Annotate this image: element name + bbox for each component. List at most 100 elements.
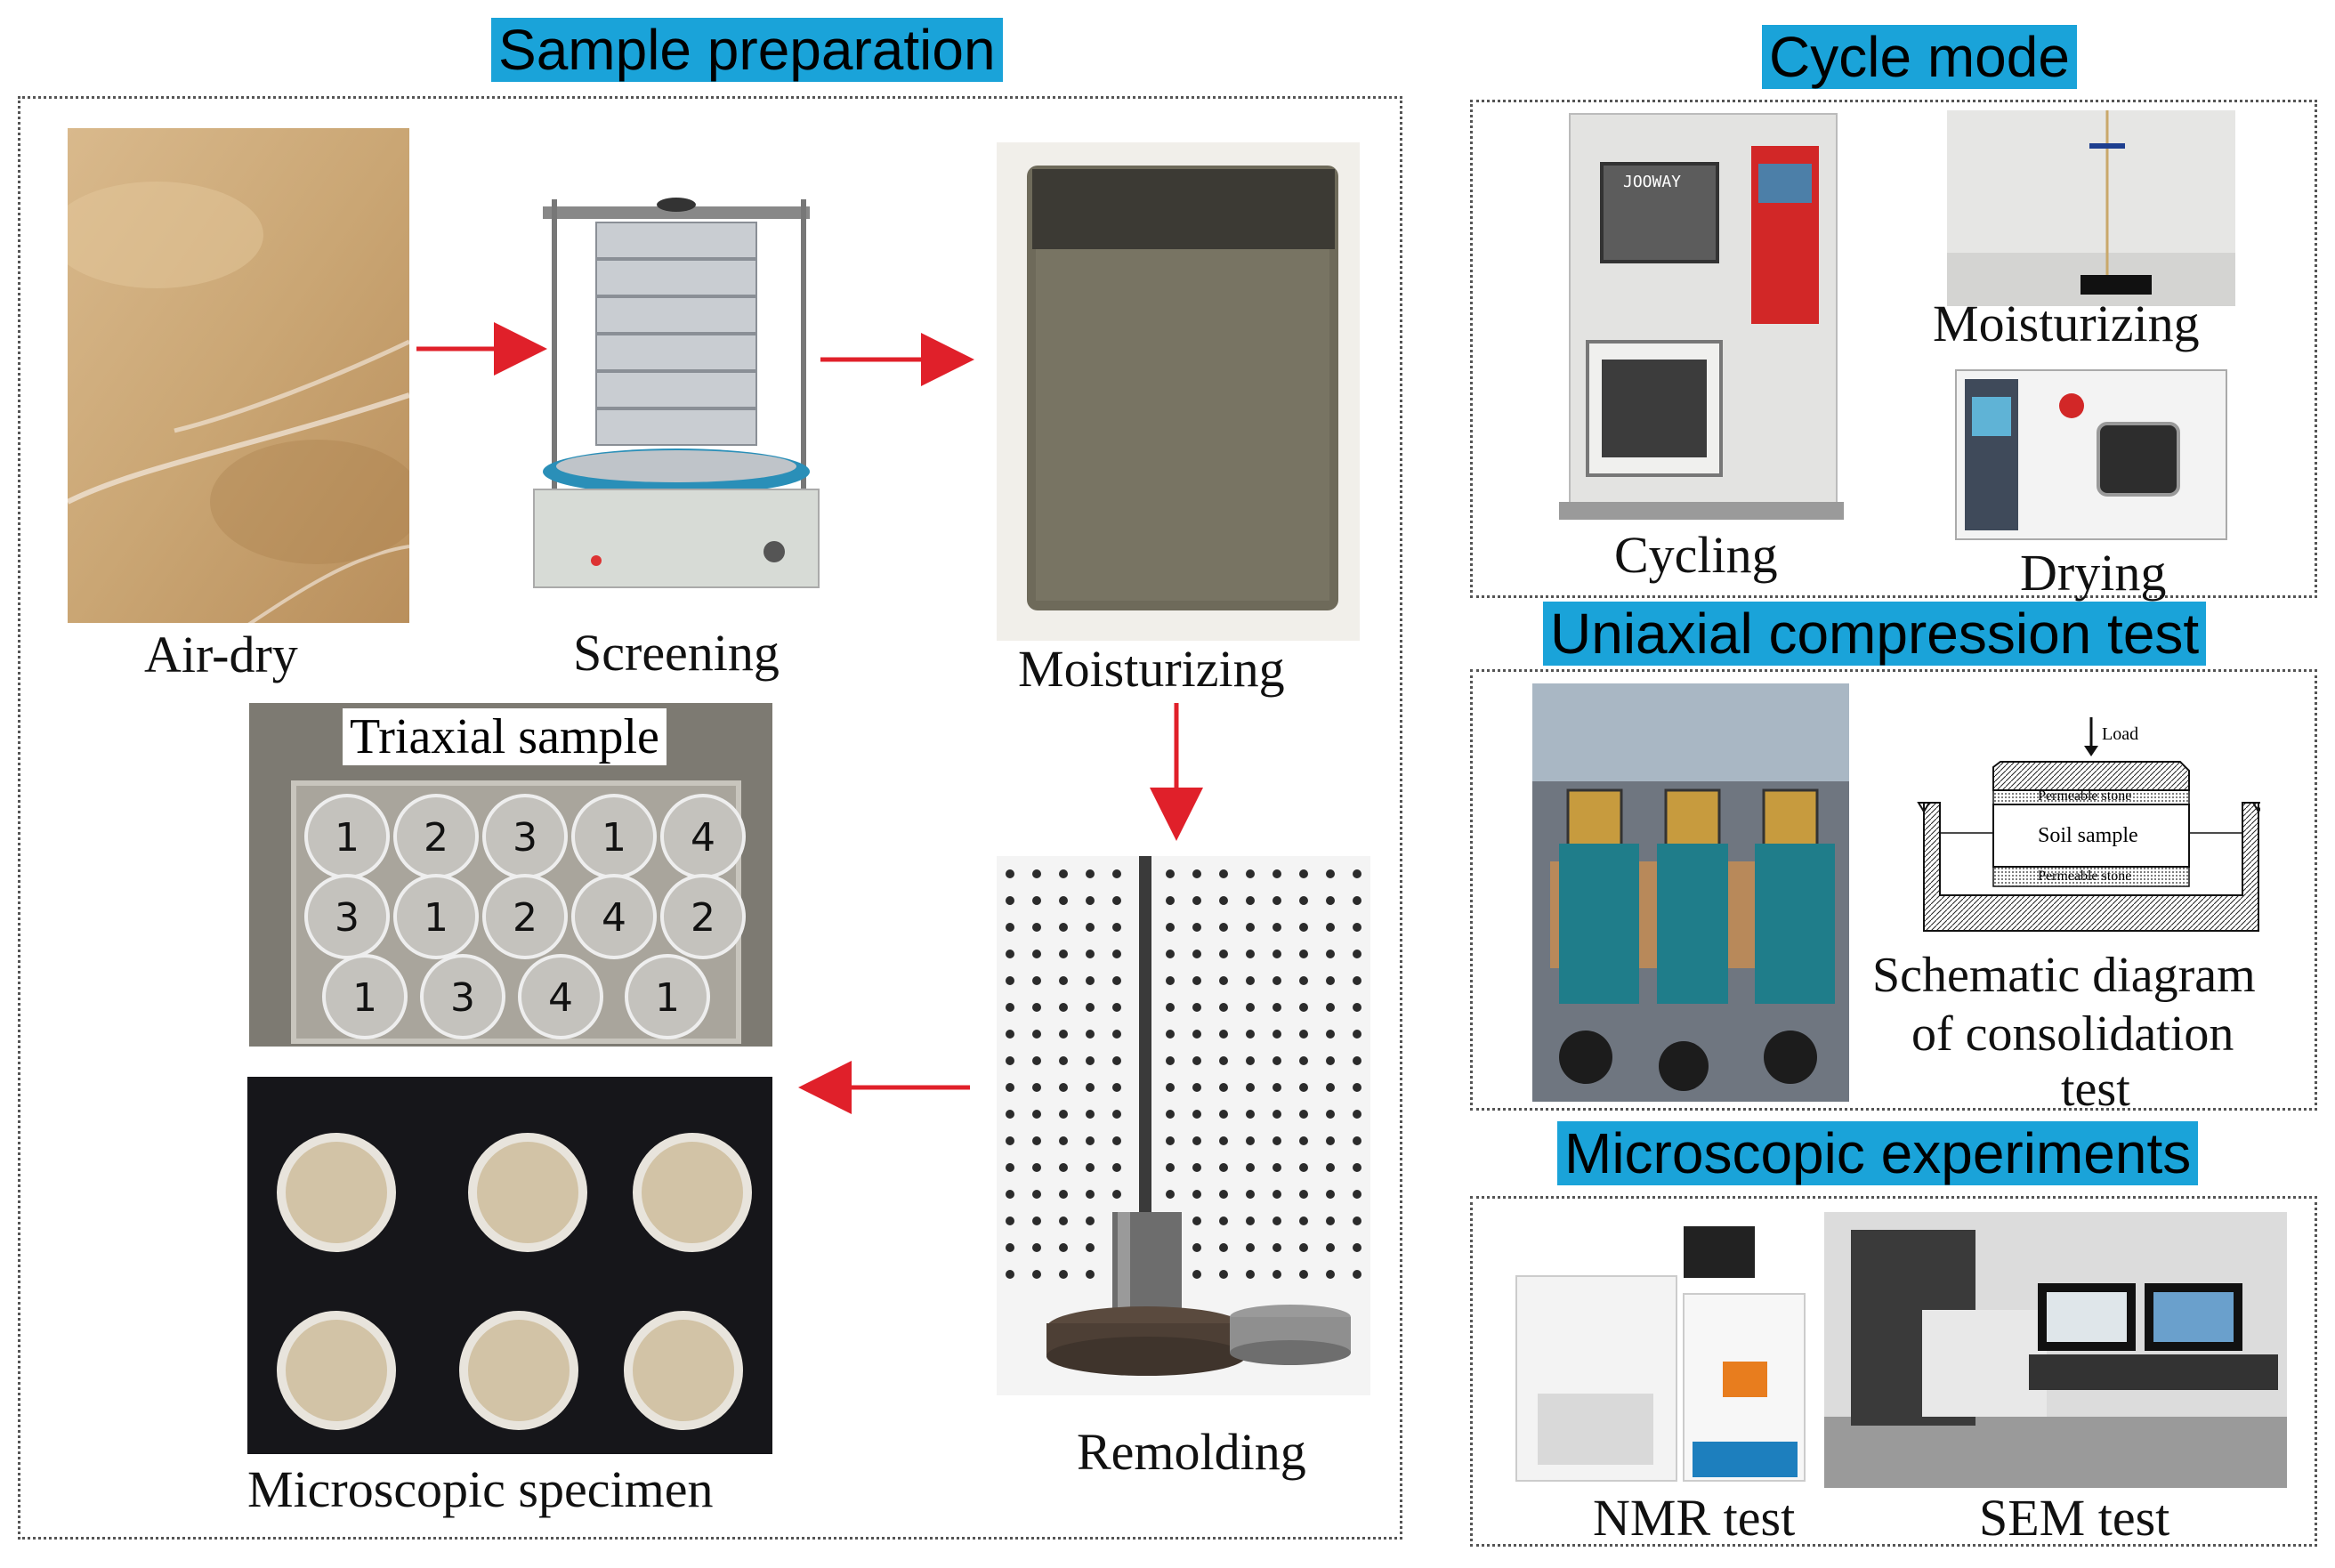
- pegboard-hole: [1353, 976, 1361, 985]
- label-soil-sample: Soil sample: [2038, 824, 2138, 847]
- section-title-microscopic: Microscopic experiments: [1557, 1121, 2199, 1185]
- pegboard-hole: [1006, 1243, 1014, 1252]
- pegboard-hole: [1299, 1243, 1308, 1252]
- pegboard-hole: [1006, 1056, 1014, 1065]
- label-air-dry: Air-dry: [144, 626, 298, 683]
- pegboard-hole: [1353, 1003, 1361, 1012]
- triaxial-disc: [571, 874, 657, 959]
- section-title-uniaxial: Uniaxial compression test: [1543, 602, 2207, 666]
- pegboard-hole: [1219, 1003, 1228, 1012]
- pegboard-hole: [1032, 1110, 1041, 1119]
- triaxial-disc: [420, 954, 505, 1039]
- triaxial-disc: [625, 954, 710, 1039]
- pegboard-hole: [1219, 1056, 1228, 1065]
- pegboard-hole: [1032, 923, 1041, 932]
- pegboard-hole: [1353, 1110, 1361, 1119]
- pegboard-hole: [1112, 869, 1121, 878]
- pegboard-hole: [1192, 1163, 1201, 1172]
- pegboard-hole: [1326, 976, 1335, 985]
- pegboard-hole: [1326, 1136, 1335, 1145]
- pegboard-hole: [1059, 1056, 1068, 1065]
- screening-photo: [516, 187, 836, 605]
- pegboard-hole: [1192, 976, 1201, 985]
- label-drying: Drying: [2020, 544, 2167, 602]
- pegboard-hole: [1006, 1030, 1014, 1039]
- pegboard-hole: [1059, 1110, 1068, 1119]
- pegboard-hole: [1299, 1190, 1308, 1199]
- label-cycle-moisturizing: Moisturizing: [1933, 295, 2200, 352]
- pegboard-hole: [1273, 1003, 1281, 1012]
- pegboard-hole: [1353, 1083, 1361, 1092]
- pegboard-hole: [1112, 1190, 1121, 1199]
- pegboard-hole: [1086, 896, 1095, 905]
- label-screening: Screening: [573, 624, 780, 682]
- pegboard-hole: [1166, 1136, 1175, 1145]
- label-remolding: Remolding: [1077, 1423, 1306, 1481]
- pegboard-hole: [1353, 1216, 1361, 1225]
- pegboard-hole: [1166, 950, 1175, 958]
- pegboard-hole: [1032, 869, 1041, 878]
- pegboard-hole: [1299, 976, 1308, 985]
- triaxial-disc-number: 4: [602, 895, 626, 941]
- pegboard-hole: [1219, 1163, 1228, 1172]
- pegboard-hole: [1246, 1243, 1255, 1252]
- pegboard-hole: [1192, 1270, 1201, 1279]
- pegboard-hole: [1246, 869, 1255, 878]
- pegboard-hole: [1112, 1056, 1121, 1065]
- pegboard-hole: [1299, 1216, 1308, 1225]
- pegboard-hole: [1326, 1216, 1335, 1225]
- pegboard-hole: [1086, 1190, 1095, 1199]
- pegboard-hole: [1246, 1110, 1255, 1119]
- label-permeable-bottom: Permeable stone: [2038, 869, 2132, 884]
- remolding-photo: [997, 856, 1370, 1395]
- triaxial-disc: [393, 874, 479, 959]
- pegboard-hole: [1326, 923, 1335, 932]
- pegboard-hole: [1032, 1003, 1041, 1012]
- pegboard-hole: [1059, 1270, 1068, 1279]
- pegboard-hole: [1192, 1003, 1201, 1012]
- pegboard-hole: [1112, 1136, 1121, 1145]
- triaxial-disc: [518, 954, 603, 1039]
- pegboard-hole: [1273, 1056, 1281, 1065]
- pegboard-hole: [1112, 950, 1121, 958]
- pegboard-hole: [1246, 1056, 1255, 1065]
- pegboard-hole: [1353, 1270, 1361, 1279]
- pegboard-hole: [1299, 923, 1308, 932]
- pegboard-hole: [1299, 896, 1308, 905]
- pegboard-hole: [1353, 869, 1361, 878]
- pegboard-hole: [1192, 1136, 1201, 1145]
- pegboard-hole: [1246, 976, 1255, 985]
- triaxial-disc-number: 2: [513, 895, 537, 941]
- triaxial-disc-number: 1: [335, 815, 360, 861]
- pegboard-hole: [1326, 1030, 1335, 1039]
- nmr-instrument-photo: [1506, 1219, 1812, 1486]
- pegboard-hole: [1326, 1243, 1335, 1252]
- pegboard-hole: [1166, 1110, 1175, 1119]
- pegboard-hole: [1219, 1190, 1228, 1199]
- caption-schematic-line1: Schematic diagram: [1872, 948, 2256, 1003]
- pegboard-hole: [1273, 976, 1281, 985]
- triaxial-disc-number: 1: [424, 895, 448, 941]
- pegboard-hole: [1086, 923, 1095, 932]
- pegboard-hole: [1192, 923, 1201, 932]
- pegboard-hole: [1006, 976, 1014, 985]
- pegboard-hole: [1059, 1030, 1068, 1039]
- pegboard-hole: [1086, 1136, 1095, 1145]
- pegboard-hole: [1006, 1270, 1014, 1279]
- pegboard-hole: [1246, 950, 1255, 958]
- pegboard-hole: [1059, 1136, 1068, 1145]
- pegboard-hole: [1219, 923, 1228, 932]
- pegboard-hole: [1299, 1030, 1308, 1039]
- pegboard-hole: [1273, 1270, 1281, 1279]
- pegboard-hole: [1192, 950, 1201, 958]
- section-title-cycle-mode: Cycle mode: [1762, 25, 2077, 89]
- pegboard-hole: [1246, 1030, 1255, 1039]
- label-sem-test: SEM test: [1979, 1489, 2170, 1547]
- pegboard-hole: [1032, 1190, 1041, 1199]
- pegboard-hole: [1353, 950, 1361, 958]
- pegboard-hole: [1246, 1190, 1255, 1199]
- pegboard-hole: [1086, 1003, 1095, 1012]
- pegboard-hole: [1166, 923, 1175, 932]
- pegboard-hole: [1273, 869, 1281, 878]
